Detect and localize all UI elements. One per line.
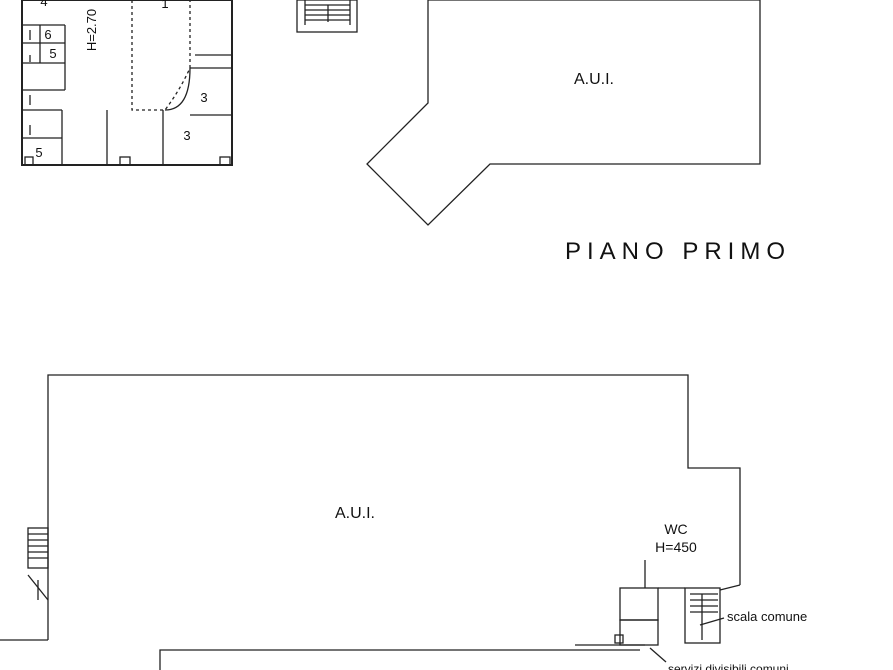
upper-left-wing xyxy=(21,0,233,166)
room-number: 4 xyxy=(40,0,47,9)
room-number: 1 xyxy=(161,0,168,11)
room-number: 3 xyxy=(183,128,190,143)
page-heading: PIANO PRIMO xyxy=(565,238,791,265)
lower-aui xyxy=(0,374,741,670)
upper-stair xyxy=(296,0,358,33)
lower-aui-label: A.U.I. xyxy=(335,505,375,522)
room-number: 5 xyxy=(49,46,56,61)
room-number: 3 xyxy=(200,90,207,105)
upper-aui-label: A.U.I. xyxy=(574,71,614,88)
wc-label: WC xyxy=(664,521,687,537)
common-stair-label: scala comune xyxy=(727,609,807,624)
services-label: servizi divisibili comuni xyxy=(668,662,789,670)
room-number: 5 xyxy=(35,145,42,160)
upper-aui-outline xyxy=(366,0,761,226)
height-note: H=2.70 xyxy=(84,9,99,51)
room-number: 6 xyxy=(44,27,51,42)
wc-height-label: H=450 xyxy=(655,539,697,555)
